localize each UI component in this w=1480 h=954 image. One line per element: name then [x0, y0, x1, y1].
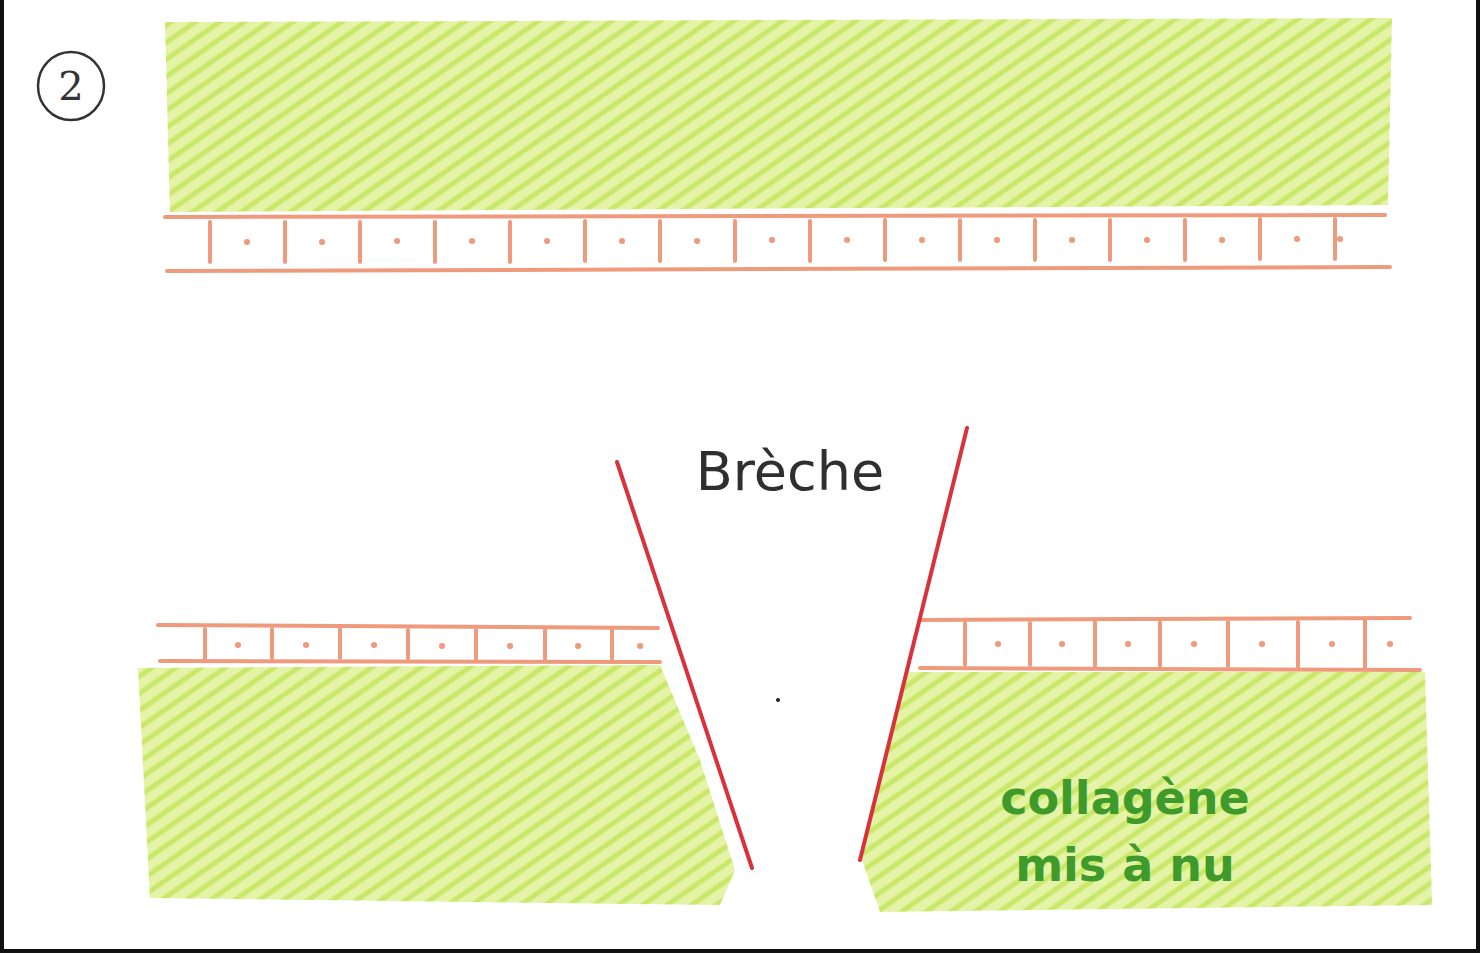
collagen-layer — [138, 18, 1432, 912]
breach-edges — [617, 428, 967, 868]
endothelium-right — [920, 618, 1420, 670]
endothelium-top — [165, 215, 1390, 271]
collagen-right — [862, 672, 1432, 912]
callout-number: 2 — [58, 63, 83, 109]
callout-circle: 2 — [36, 50, 106, 122]
collagen-top — [165, 18, 1392, 212]
collagen-label: collagène mis à nu — [960, 765, 1290, 898]
collagen-left — [138, 665, 735, 905]
breach-label: Brèche — [660, 440, 920, 505]
endothelium-left — [158, 625, 660, 662]
speck — [776, 698, 780, 702]
